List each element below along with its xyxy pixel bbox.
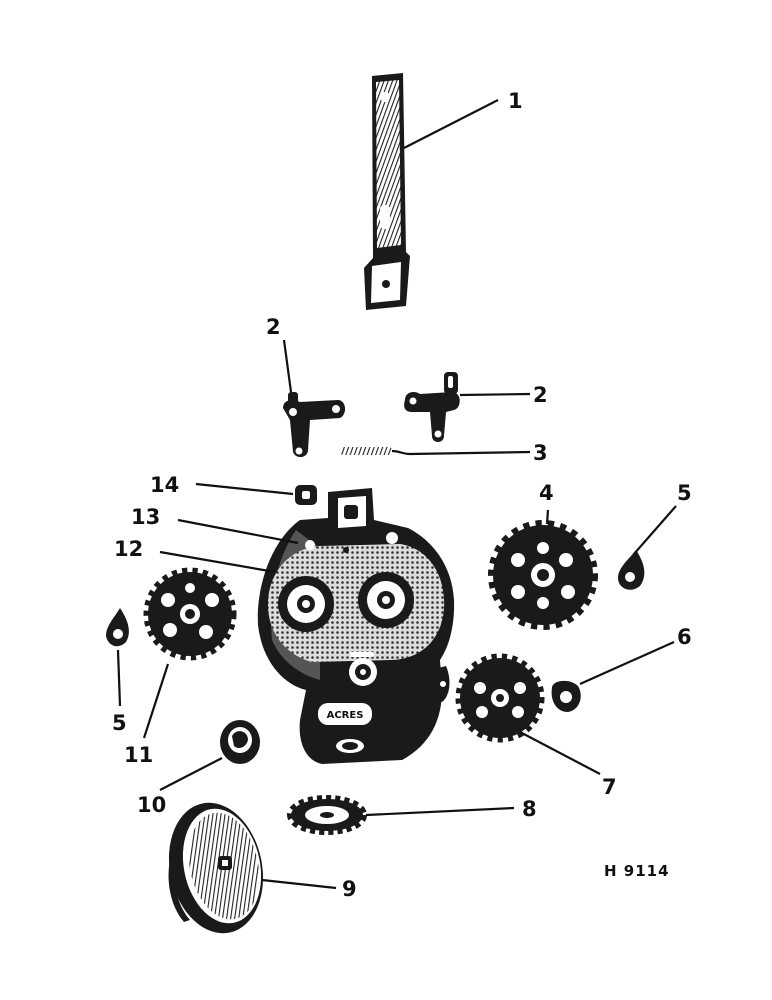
leader-4 [545, 509, 550, 525]
pawl-part-5-right [618, 550, 645, 590]
pawl-part-5-left [106, 608, 129, 647]
figure-id: H 9114 [604, 862, 670, 880]
leader-10 [159, 757, 223, 791]
leader-5-right [633, 505, 677, 555]
leader-9 [261, 878, 337, 890]
leader-lines [116, 99, 677, 890]
pawl-arm-part-2-right [404, 372, 460, 442]
leader-14 [195, 482, 294, 496]
callout-10: 10 [137, 793, 166, 817]
callout-9: 9 [342, 877, 357, 901]
callout-6: 6 [677, 625, 692, 649]
cap-part-10 [220, 720, 260, 764]
gear-part-7 [455, 653, 545, 743]
leader-12 [159, 550, 276, 574]
leader-3 [409, 450, 531, 456]
spring-part-3 [340, 447, 411, 456]
callout-5-right: 5 [677, 481, 692, 505]
callout-numbers: 1 2 2 3 14 13 12 4 5 6 7 8 9 10 11 5 [112, 89, 692, 901]
callout-3: 3 [533, 441, 548, 465]
leader-13 [177, 518, 299, 545]
callout-14: 14 [150, 473, 179, 497]
leader-5-left [116, 649, 122, 707]
pawl-arm-part-2-left [283, 392, 346, 458]
gear-part-4 [488, 520, 598, 630]
leader-2-right [459, 392, 531, 397]
cover-part-9 [168, 802, 264, 934]
acre-meter-housing-part-12: ACRES [257, 488, 455, 764]
bracket-part-1 [364, 73, 410, 310]
callout-11: 11 [124, 743, 153, 767]
gear-part-11 [143, 567, 237, 661]
callout-7: 7 [602, 775, 617, 799]
nut-part-14 [295, 485, 317, 505]
callout-5-left: 5 [112, 711, 127, 735]
callout-12: 12 [114, 537, 143, 561]
bevel-gear-part-8 [287, 795, 367, 835]
callout-2-left: 2 [266, 315, 281, 339]
callout-4: 4 [539, 481, 554, 505]
leader-11 [142, 663, 170, 739]
leader-8 [365, 806, 515, 817]
leader-2-left [282, 339, 293, 393]
callout-2-right: 2 [533, 383, 548, 407]
leader-1 [403, 99, 499, 149]
callout-8: 8 [522, 797, 537, 821]
callout-13: 13 [131, 505, 160, 529]
leader-6 [579, 640, 675, 686]
pawl-part-6 [551, 680, 581, 712]
acres-window-label: ACRES [327, 710, 364, 721]
callout-1: 1 [508, 89, 523, 113]
leader-7 [519, 731, 601, 775]
